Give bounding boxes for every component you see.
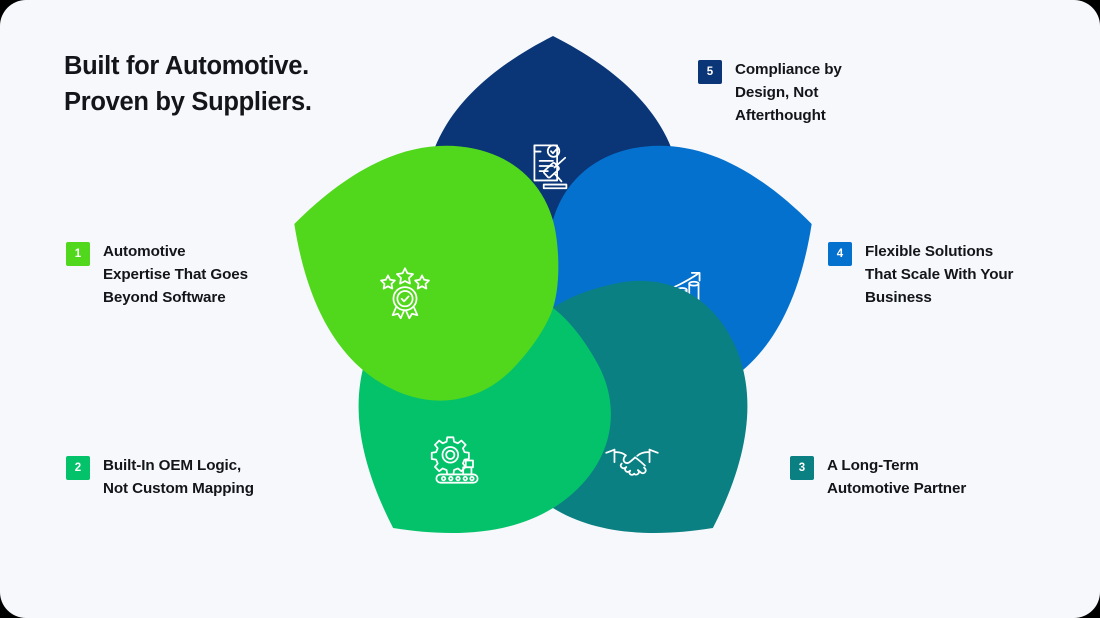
page-title-line-2: Proven by Suppliers.	[64, 88, 312, 117]
callout-item-2[interactable]: 2 Built-In OEM Logic, Not Custom Mapping	[66, 454, 316, 500]
callout-item-5[interactable]: 5 Compliance by Design, Not Afterthought	[698, 58, 948, 127]
callout-label-1: Automotive Expertise That Goes Beyond So…	[103, 243, 248, 307]
callout-label-5: Compliance by Design, Not Afterthought	[735, 61, 842, 125]
badge-number-5: 5	[698, 60, 722, 84]
badge-number-3: 3	[790, 456, 814, 480]
callout-item-3[interactable]: 3 A Long-Term Automotive Partner	[790, 454, 1050, 500]
badge-number-2: 2	[66, 456, 90, 480]
callout-item-4[interactable]: 4 Flexible Solutions That Scale With You…	[828, 240, 1078, 309]
page-title-line-1: Built for Automotive.	[64, 52, 309, 80]
callout-item-1[interactable]: 1 Automotive Expertise That Goes Beyond …	[66, 240, 316, 309]
callout-label-3: A Long-Term Automotive Partner	[827, 457, 967, 498]
badge-number-1: 1	[66, 242, 90, 266]
badge-number-4: 4	[828, 242, 852, 266]
callout-label-4: Flexible Solutions That Scale With Your …	[865, 243, 1014, 307]
petal-diagram	[268, 18, 838, 598]
petal-1-shape[interactable]	[255, 102, 593, 429]
page-title: Built for Automotive. Proven by Supplier…	[64, 48, 484, 120]
callout-label-2: Built-In OEM Logic, Not Custom Mapping	[103, 457, 254, 498]
